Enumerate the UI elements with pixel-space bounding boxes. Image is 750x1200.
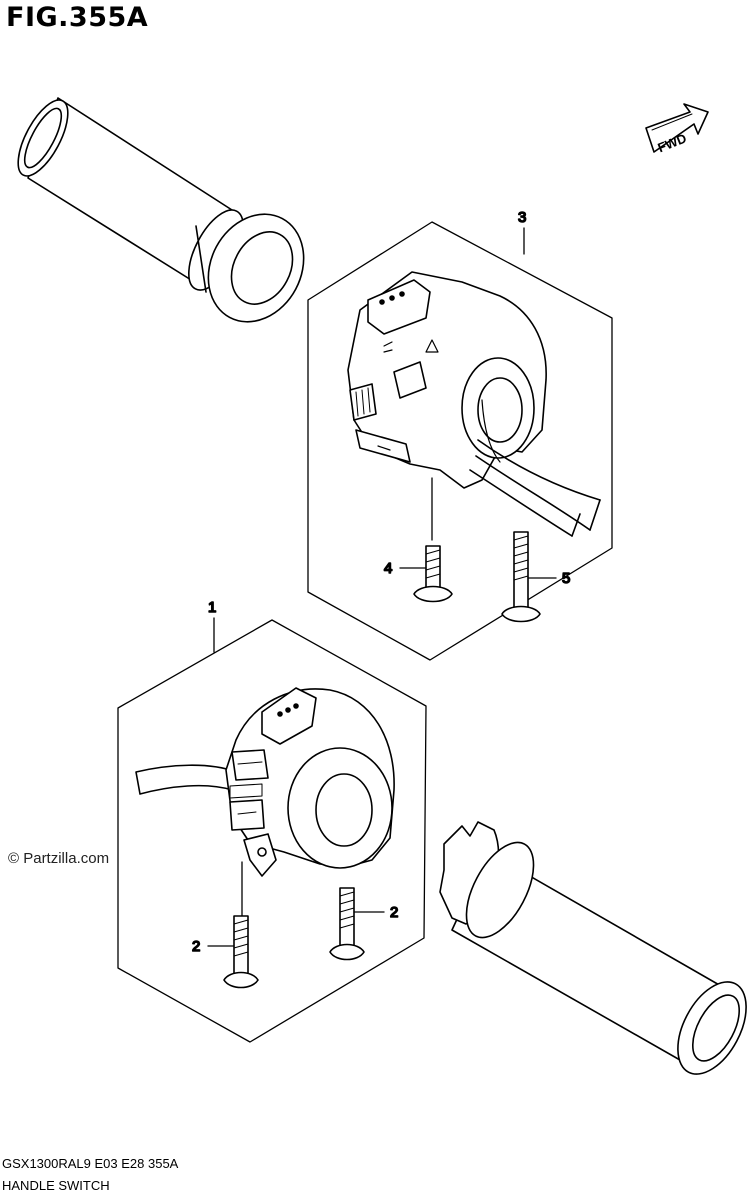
left-switch-group-boundary — [117, 619, 427, 1043]
diagram-title: HANDLE SWITCH — [2, 1178, 110, 1193]
right-grip[interactable] — [439, 821, 750, 1085]
screw-part-4[interactable] — [413, 545, 453, 603]
screw-part-5[interactable] — [501, 531, 541, 623]
right-switch-group-boundary — [307, 221, 613, 661]
diagram-code: GSX1300RAL9 E03 E28 355A — [2, 1156, 179, 1171]
figure-title: FIG.355A — [6, 2, 149, 33]
fwd-arrow-tag: FWD — [645, 103, 709, 155]
callout-label-2-right: 2 — [390, 904, 398, 921]
watermark: © Partzilla.com — [8, 850, 110, 867]
callout-label-3: 3 — [518, 209, 526, 226]
callout-label-5: 5 — [562, 570, 570, 587]
right-handlebar-switch[interactable] — [347, 271, 601, 537]
callout-label-1: 1 — [208, 599, 216, 616]
left-handlebar-switch[interactable] — [135, 687, 395, 877]
callout-label-4: 4 — [384, 560, 392, 577]
screw-part-2-right[interactable] — [329, 887, 365, 961]
screw-part-2-left[interactable] — [223, 915, 259, 989]
callout-label-2-left: 2 — [192, 938, 200, 955]
left-grip[interactable] — [8, 93, 322, 339]
